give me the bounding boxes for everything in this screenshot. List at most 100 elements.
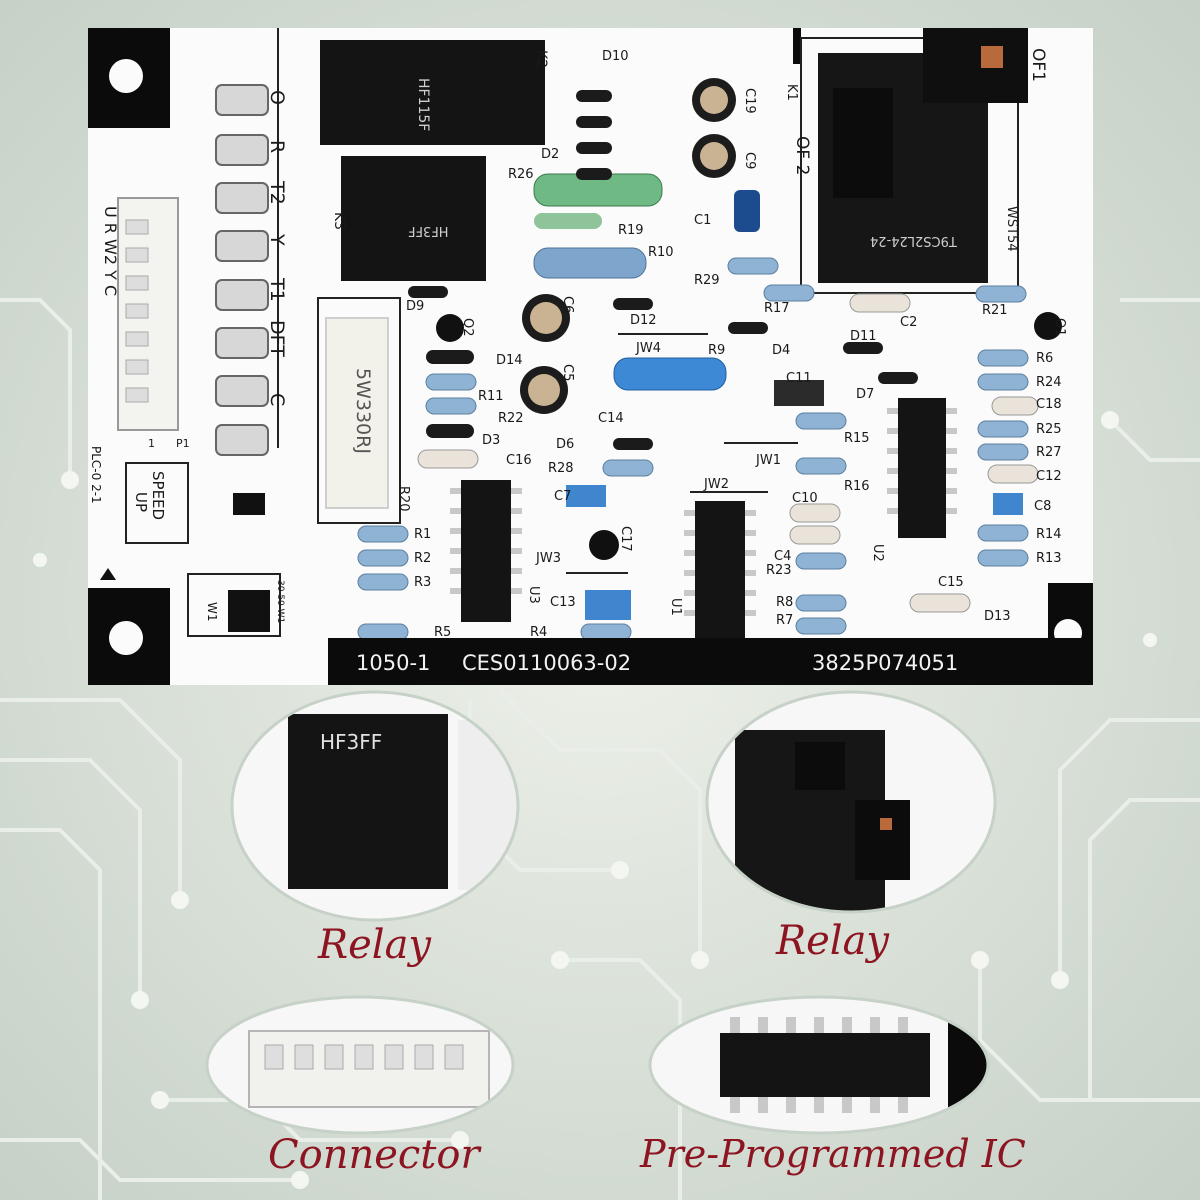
label-d12: D12: [630, 313, 657, 328]
label-c14: C14: [598, 411, 624, 426]
label-r15: R15: [844, 431, 870, 446]
ic-closeup: [648, 995, 990, 1135]
label-c9: C9: [742, 152, 757, 170]
label-r20: R20: [396, 486, 411, 512]
board-drawing: [88, 28, 1093, 685]
label-jw2: JW2: [704, 477, 729, 492]
board-code-1: 1050-1: [356, 651, 431, 675]
caption-ic: Pre-Programmed IC: [640, 1132, 1026, 1176]
label-r11: R11: [478, 389, 504, 404]
label-r28: R28: [548, 461, 574, 476]
label-r16: R16: [844, 479, 870, 494]
plug-pin-label: 1: [148, 437, 155, 450]
label-k1: K1: [784, 84, 799, 101]
terminal-label-c: C: [266, 393, 288, 407]
label-c1: C1: [694, 213, 712, 228]
label-c6: C6: [560, 296, 575, 314]
connector-pin-labels: U R W2 Y C: [101, 206, 120, 297]
board-code-2: CES0110063-02: [462, 651, 632, 675]
label-r4: R4: [530, 625, 548, 640]
ic-label-u1: U1: [668, 598, 683, 616]
label-r5: R5: [434, 625, 452, 640]
speed-up-label-1: SPEED: [149, 471, 167, 521]
label-r26: R26: [508, 167, 534, 182]
label-q1: Q1: [1052, 318, 1067, 337]
label-r27: R27: [1036, 445, 1062, 460]
terminal-label-o: O: [266, 90, 288, 105]
label-r23: R23: [766, 563, 792, 578]
speed-up-label-2: UP: [132, 492, 150, 513]
label-r29: R29: [694, 273, 720, 288]
terminal-label-t1: T1: [266, 278, 288, 302]
label-r6: R6: [1036, 351, 1054, 366]
label-c15: C15: [938, 575, 964, 590]
plc-label: PLC-0 2-1: [89, 446, 103, 504]
label-d11: D11: [850, 329, 877, 344]
label-c18: C18: [1036, 397, 1062, 412]
label-c16: C16: [506, 453, 532, 468]
board-code-bar: 1050-1 CES0110063-02 3825P074051: [328, 638, 1093, 685]
label-r17: R17: [764, 301, 790, 316]
label-d6: D6: [556, 437, 575, 452]
label-c8: C8: [1034, 499, 1052, 514]
relay-k3-text: HF3FF: [408, 223, 449, 238]
relay-k1-closeup: [705, 690, 997, 914]
label-c19: C19: [742, 88, 757, 114]
label-d9: D9: [406, 299, 425, 314]
label-r9: R9: [708, 343, 726, 358]
caption-relay-left: Relay: [318, 922, 432, 968]
label-of2: OF 2: [792, 136, 812, 176]
jumper-label: 30 50 W1: [275, 580, 285, 624]
label-r7: R7: [776, 613, 794, 628]
label-c10: C10: [792, 491, 818, 506]
label-r14: R14: [1036, 527, 1062, 542]
closeup-relay-k3-text: HF3FF: [320, 730, 383, 754]
label-jw4: JW4: [636, 341, 661, 356]
label-r3: R3: [414, 575, 432, 590]
terminal-label-dft: DFT: [266, 320, 288, 357]
label-r19: R19: [618, 223, 644, 238]
label-r2: R2: [414, 551, 432, 566]
terminal-spades: [215, 84, 269, 456]
label-c17: C17: [618, 526, 633, 552]
jumper-id: W1: [205, 602, 219, 622]
caption-relay-right: Relay: [776, 918, 890, 964]
resistors: [357, 173, 1029, 641]
relay-k2-text: HF115F: [415, 78, 431, 132]
terminal-label-y: Y: [266, 234, 288, 246]
electrolytic-capacitors: [520, 78, 760, 560]
label-c12: C12: [1036, 469, 1062, 484]
board-code-3: 3825P074051: [812, 651, 959, 675]
label-d2: D2: [541, 147, 560, 162]
terminal-label-t2: T2: [266, 181, 288, 205]
label-k2: K2: [533, 50, 549, 69]
label-jw3: JW3: [536, 551, 561, 566]
label-of1: OF1: [1028, 48, 1048, 82]
plug-label: P1: [176, 437, 190, 450]
label-c5: C5: [560, 364, 575, 382]
label-d13: D13: [984, 609, 1011, 624]
label-r1: R1: [414, 527, 432, 542]
label-r21: R21: [982, 303, 1008, 318]
label-c11: C11: [786, 371, 812, 386]
ic-label-u2: U2: [870, 544, 885, 562]
ic-label-u3: U3: [526, 586, 541, 604]
label-c4: C4: [774, 549, 792, 564]
label-wst54: WST54: [1004, 206, 1019, 252]
caption-connector: Connector: [268, 1132, 480, 1178]
label-c13: C13: [550, 595, 576, 610]
label-k3: K3: [331, 212, 347, 231]
label-r10: R10: [648, 245, 674, 260]
relay-k1-text: T9CS2L24-24: [870, 233, 957, 248]
label-c7: C7: [554, 489, 572, 504]
relay-k3-closeup: [230, 690, 520, 922]
label-r24: R24: [1036, 375, 1062, 390]
label-r13: R13: [1036, 551, 1062, 566]
label-d10: D10: [602, 49, 629, 64]
label-r8: R8: [776, 595, 794, 610]
label-jw1: JW1: [756, 453, 781, 468]
terminal-label-r: R: [266, 140, 288, 154]
label-d14: D14: [496, 353, 523, 368]
label-q2: Q2: [460, 318, 475, 337]
label-d3: D3: [482, 433, 501, 448]
